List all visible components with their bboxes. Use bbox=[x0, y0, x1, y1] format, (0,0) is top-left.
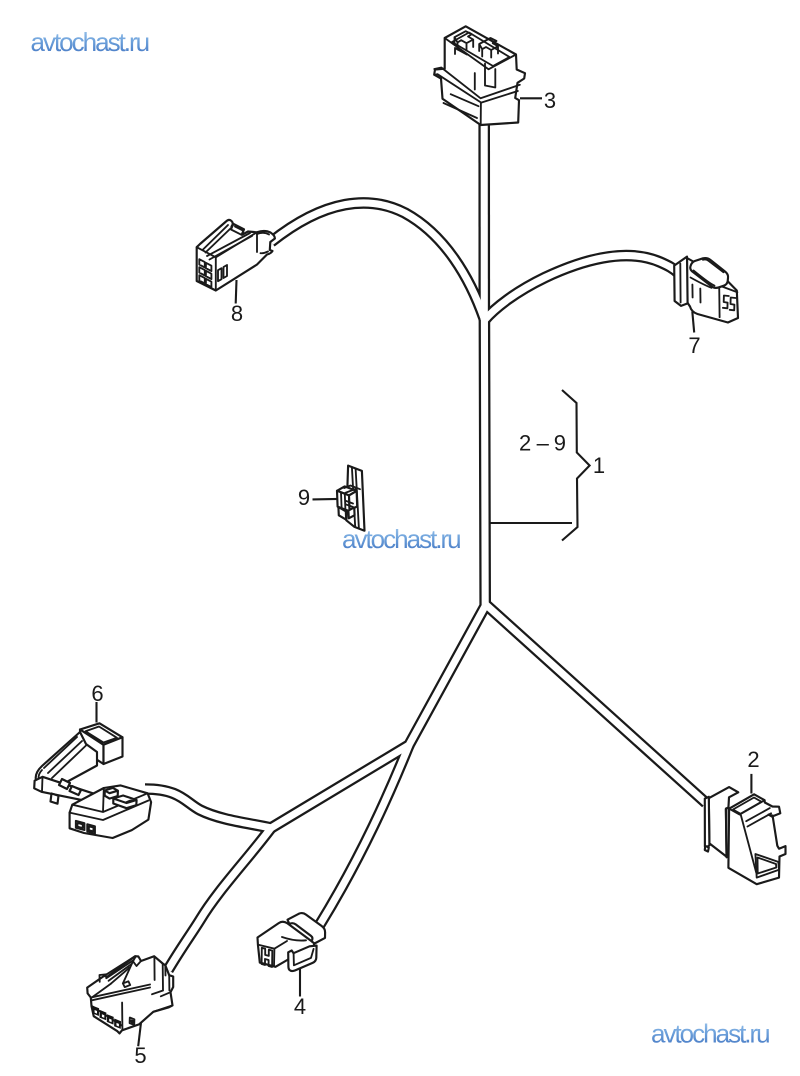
svg-text:avtochast.ru: avtochast.ru bbox=[651, 1019, 769, 1049]
svg-text:7: 7 bbox=[688, 333, 700, 358]
svg-text:2: 2 bbox=[747, 747, 759, 772]
svg-text:avtochast.ru: avtochast.ru bbox=[31, 27, 149, 57]
svg-text:3: 3 bbox=[544, 88, 556, 113]
svg-text:avtochast.ru: avtochast.ru bbox=[342, 524, 460, 554]
svg-text:4: 4 bbox=[294, 994, 306, 1019]
svg-text:–: – bbox=[537, 431, 550, 456]
svg-text:2: 2 bbox=[519, 431, 531, 456]
svg-text:8: 8 bbox=[231, 301, 243, 326]
svg-text:1: 1 bbox=[593, 453, 605, 478]
svg-text:9: 9 bbox=[554, 431, 566, 456]
svg-text:9: 9 bbox=[298, 485, 310, 510]
svg-text:6: 6 bbox=[91, 681, 103, 706]
svg-text:5: 5 bbox=[134, 1043, 146, 1068]
